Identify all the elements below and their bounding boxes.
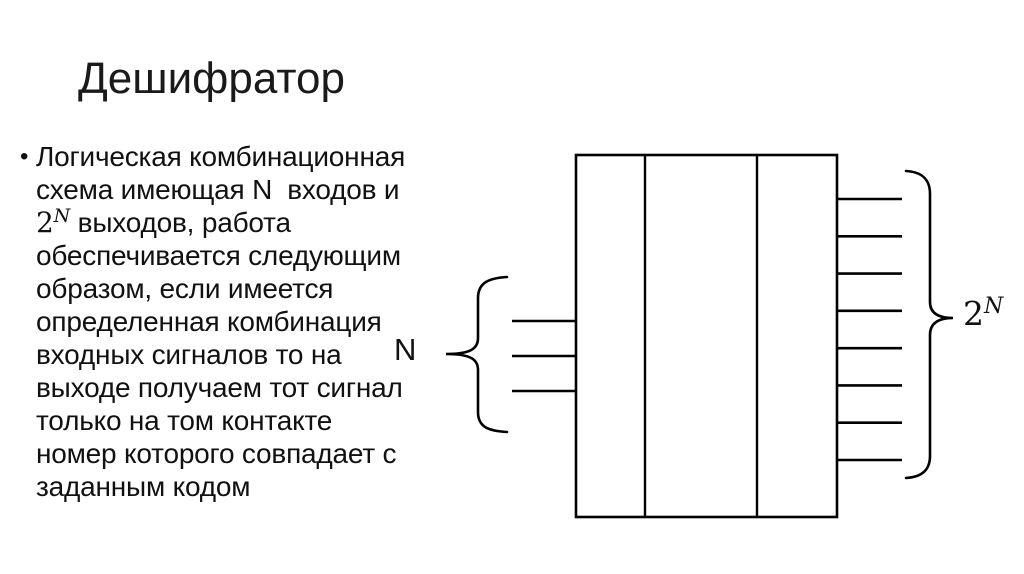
slide-title: Дешифратор [78,54,345,103]
formula-base: 2 [36,206,54,239]
bullet-text-block: • Логическая комбинационная схема имеюща… [20,140,456,503]
input-lines-group [512,319,576,393]
body-line: обеспечивается следующим [36,240,401,271]
output-count-label: 2N [963,294,1004,333]
formula-exponent: N [53,205,71,227]
output-label-base: 2 [963,294,984,333]
body-line: заданным кодом [36,471,251,502]
output-lines-group [837,197,902,462]
body-line: номер которого совпадает с [36,438,397,469]
decoder-box [574,153,839,519]
body-line: входных сигналов то на [36,339,342,370]
body-line: образом, если имеется [36,273,334,304]
input-count-label: N [394,332,417,367]
body-line: определенная комбинация [36,306,382,337]
body-line: схема имеющая N входов и [36,174,400,205]
output-label-exponent: N [984,294,1004,319]
body-line: Логическая комбинационная [36,141,406,172]
body-line: только на том контакте [36,405,333,436]
input-brace [445,275,509,434]
formula-line-rest: выходов, работа [70,207,291,238]
formula-two-power-n: 2N [36,206,70,239]
body-line-formula: 2N выходов, работа [36,206,456,239]
output-brace [904,169,954,480]
bullet-marker: • [20,143,29,170]
body-line: выходе получаем тот сигнал [36,372,403,403]
